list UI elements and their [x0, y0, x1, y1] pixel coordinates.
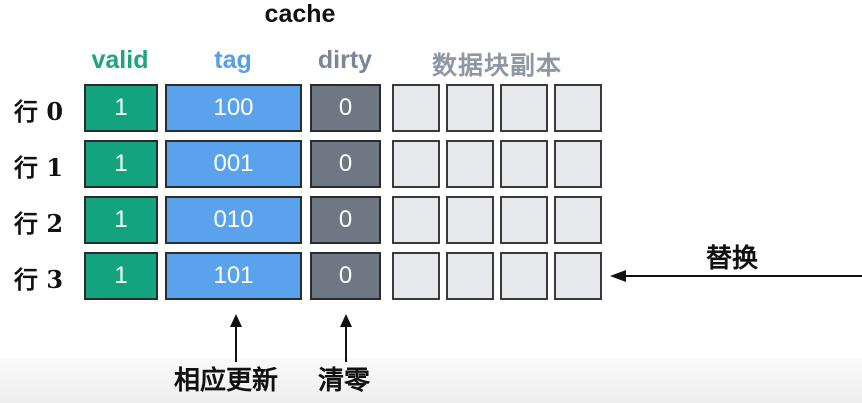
dirty-cell: 0 [310, 140, 381, 188]
dirty-clear-label: 清零 [318, 365, 371, 395]
header-dirty: dirty [317, 46, 373, 74]
row-label: 行 0 [14, 97, 64, 126]
replace-arrow [610, 270, 862, 282]
row-label: 行 2 [14, 209, 64, 238]
data-block-cell [500, 140, 548, 188]
valid-cell: 1 [84, 196, 158, 244]
bottom-band [0, 358, 862, 403]
tag-cell: 001 [165, 140, 302, 188]
cache-title: cache [264, 0, 336, 28]
tag-update-label: 相应更新 [174, 365, 279, 395]
data-block-cell [446, 252, 494, 300]
data-block-cell [392, 196, 440, 244]
cache-row-2: 行 2 1 010 0 [0, 196, 620, 246]
cache-row-0: 行 0 1 100 0 [0, 84, 620, 134]
valid-cell: 1 [84, 252, 158, 300]
row-label: 行 1 [14, 153, 64, 182]
dirty-cell: 0 [310, 252, 381, 300]
row-label: 行 3 [14, 265, 64, 294]
data-block-cell [554, 252, 602, 300]
data-block-cell [446, 196, 494, 244]
data-block-cell [392, 84, 440, 132]
header-tag: tag [214, 46, 252, 74]
replace-label: 替换 [706, 243, 759, 273]
data-block-cell [500, 252, 548, 300]
tag-cell: 010 [165, 196, 302, 244]
cache-row-3: 行 3 1 101 0 [0, 252, 620, 302]
data-block-cell [392, 140, 440, 188]
dirty-clear-arrow [340, 314, 352, 362]
tag-cell: 100 [165, 84, 302, 132]
data-block-cell [446, 84, 494, 132]
tag-update-arrow [230, 314, 242, 362]
data-block-cell [554, 84, 602, 132]
data-block-cell [446, 140, 494, 188]
valid-cell: 1 [84, 140, 158, 188]
data-block-cell [392, 252, 440, 300]
header-valid: valid [91, 46, 149, 74]
header-data-copy: 数据块副本 [431, 52, 562, 80]
valid-cell: 1 [84, 84, 158, 132]
data-block-cell [500, 84, 548, 132]
cache-row-1: 行 1 1 001 0 [0, 140, 620, 190]
data-block-cell [554, 196, 602, 244]
data-block-cell [554, 140, 602, 188]
dirty-cell: 0 [310, 196, 381, 244]
dirty-cell: 0 [310, 84, 381, 132]
tag-cell: 101 [165, 252, 302, 300]
data-block-cell [500, 196, 548, 244]
